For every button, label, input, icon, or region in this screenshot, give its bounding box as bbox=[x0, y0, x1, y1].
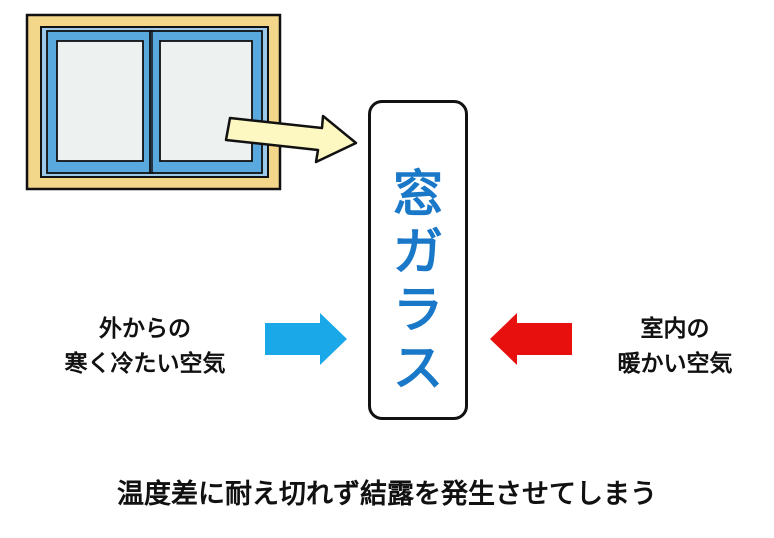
outside-air-label: 外からの 寒く冷たい空気 bbox=[30, 312, 260, 382]
glass-label-char: ス bbox=[393, 339, 443, 397]
pointer-arrow bbox=[224, 114, 358, 164]
glass-label: 窓ガラス bbox=[371, 165, 465, 397]
outside-air-line1: 外からの bbox=[99, 316, 191, 342]
outside-air-line2: 寒く冷たい空気 bbox=[64, 351, 226, 377]
glass-label-char: 窓 bbox=[393, 165, 443, 223]
window-illustration bbox=[25, 13, 282, 191]
inside-air-label: 室内の 暖かい空気 bbox=[590, 312, 760, 382]
glass-label-char: ラ bbox=[393, 281, 443, 339]
window-pane-right bbox=[159, 40, 253, 162]
inside-air-line1: 室内の bbox=[640, 316, 710, 342]
window-glass-box: 窓ガラス bbox=[368, 100, 468, 420]
glass-label-text: 窓ガラス bbox=[371, 165, 465, 397]
glass-label-char: ガ bbox=[393, 223, 443, 281]
inside-air-line2: 暖かい空気 bbox=[617, 351, 733, 377]
cold-air-arrow bbox=[265, 313, 347, 365]
caption: 温度差に耐え切れず結露を発生させてしまう bbox=[117, 479, 657, 510]
warm-air-arrow bbox=[490, 313, 572, 365]
window-pane-left bbox=[56, 40, 144, 162]
